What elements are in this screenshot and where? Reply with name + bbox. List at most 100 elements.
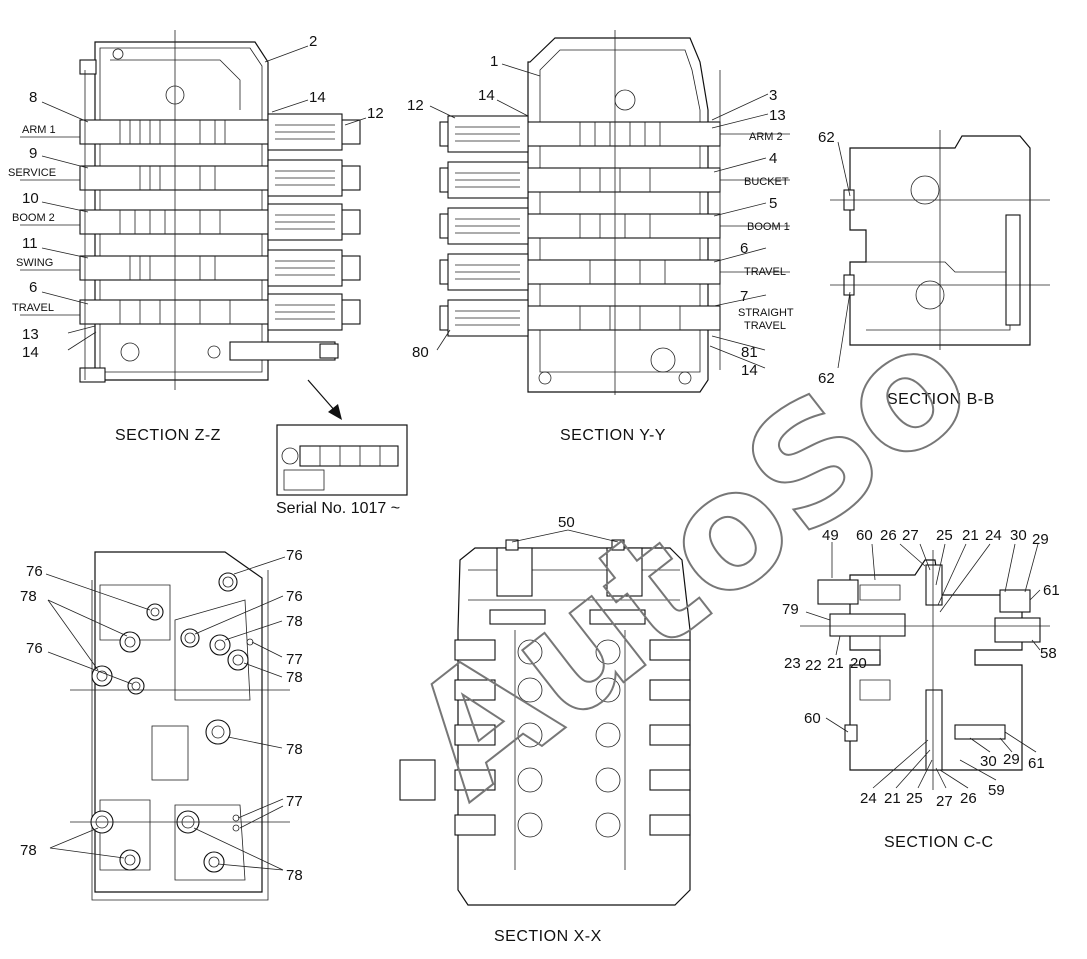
- cc-callout-60a: 60: [856, 527, 873, 544]
- zz-callout-2: 2: [309, 33, 317, 50]
- zz-callout-13: 13: [22, 326, 39, 343]
- plate-callout-78d: 78: [286, 741, 303, 758]
- zz-callout-10: 10: [22, 190, 39, 207]
- yy-callout-13: 13: [769, 107, 786, 124]
- cc-callout-61a: 61: [1043, 582, 1060, 599]
- cc-callout-21a: 21: [962, 527, 979, 544]
- plate-callout-77a: 77: [286, 651, 303, 668]
- cc-callout-29b: 29: [1003, 751, 1020, 768]
- bb-callout-62a: 62: [818, 129, 835, 146]
- cc-callout-27a: 27: [902, 527, 919, 544]
- zz-callout-14b: 14: [22, 344, 39, 361]
- section-yy-title: SECTION Y-Y: [560, 427, 666, 444]
- cc-callout-27b: 27: [936, 793, 953, 810]
- cc-callout-26b: 26: [960, 790, 977, 807]
- plate-callout-76a: 76: [286, 547, 303, 564]
- cc-callout-26a: 26: [880, 527, 897, 544]
- plate-callout-76b: 76: [26, 563, 43, 580]
- zz-boom2-label: BOOM 2: [12, 212, 55, 224]
- cc-callout-61b: 61: [1028, 755, 1045, 772]
- zz-callout-9: 9: [29, 145, 37, 162]
- cc-callout-79: 79: [782, 601, 799, 618]
- zz-callout-14a: 14: [309, 89, 326, 106]
- cc-callout-25a: 25: [936, 527, 953, 544]
- section-cc-leaders: [805, 542, 1041, 789]
- yy-callout-3: 3: [769, 87, 777, 104]
- yy-arm2-label: ARM 2: [749, 131, 783, 143]
- cc-callout-21b: 21: [827, 655, 844, 672]
- plate-callout-78e: 78: [20, 842, 37, 859]
- plate-callout-78a: 78: [20, 588, 37, 605]
- plate-callout-76d: 76: [26, 640, 43, 657]
- section-bb-labels: 62 62 SECTION B-B: [818, 129, 995, 408]
- plate-callout-78b: 78: [286, 613, 303, 630]
- section-cc-title: SECTION C-C: [884, 834, 994, 851]
- zz-travel-label: TRAVEL: [12, 302, 54, 314]
- serial-note: Serial No. 1017 ~: [276, 500, 400, 517]
- section-yy-leaders: [429, 63, 790, 369]
- yy-callout-80: 80: [412, 344, 429, 361]
- yy-straight-label: STRAIGHT: [738, 307, 794, 319]
- yy-travel-label: TRAVEL: [744, 266, 786, 278]
- cc-callout-30b: 30: [980, 753, 997, 770]
- section-zz-leaders: [20, 45, 367, 351]
- yy-callout-1: 1: [490, 53, 498, 70]
- section-zz-drawing: [79, 30, 408, 496]
- plate-callout-77b: 77: [286, 793, 303, 810]
- zz-arm1-label: ARM 1: [22, 124, 56, 136]
- plate-callout-78c: 78: [286, 669, 303, 686]
- cc-callout-25b: 25: [906, 790, 923, 807]
- zz-spools: [79, 113, 361, 331]
- cc-callout-30a: 30: [1010, 527, 1027, 544]
- plate-callout-78f: 78: [286, 867, 303, 884]
- section-zz-labels: ARM 1 SERVICE BOOM 2 SWING TRAVEL 2 8 9 …: [8, 33, 400, 517]
- section-xx-drawing: [399, 539, 691, 906]
- yy-callout-4: 4: [769, 150, 777, 167]
- section-bb-drawing: [830, 130, 1050, 350]
- zz-swing-label: SWING: [16, 257, 53, 269]
- cc-callout-49: 49: [822, 527, 839, 544]
- zz-callout-12: 12: [367, 105, 384, 122]
- cc-callout-20: 20: [850, 655, 867, 672]
- zz-callout-11: 11: [22, 235, 38, 252]
- section-xx-title: SECTION X-X: [494, 928, 602, 945]
- section-bb-title: SECTION B-B: [887, 391, 995, 408]
- section-yy-drawing: [439, 30, 721, 395]
- zz-service-label: SERVICE: [8, 167, 56, 179]
- section-cc-drawing: [800, 550, 1050, 790]
- plate-drawing: [70, 551, 290, 901]
- yy-callout-6: 6: [740, 240, 748, 257]
- xx-rows: [399, 609, 691, 838]
- yy-callout-5: 5: [769, 195, 777, 212]
- cc-callout-23: 23: [784, 655, 801, 672]
- zz-callout-6: 6: [29, 279, 37, 296]
- section-xx-labels: 50 SECTION X-X: [494, 514, 619, 945]
- cc-callout-22: 22: [805, 657, 822, 674]
- bb-callout-62b: 62: [818, 370, 835, 387]
- xx-callout-50: 50: [558, 514, 575, 531]
- yy-straight-travel-label: TRAVEL: [744, 320, 786, 332]
- cc-callout-24b: 24: [860, 790, 877, 807]
- yy-spools: [439, 115, 721, 337]
- yy-bucket-label: BUCKET: [744, 176, 789, 188]
- yy-callout-14b: 14: [741, 362, 758, 379]
- plate-labels: 76 76 76 76 78 78 78 78 78 78 77 77: [20, 547, 303, 884]
- cc-callout-29a: 29: [1032, 531, 1049, 548]
- section-yy-labels: ARM 2 BUCKET BOOM 1 TRAVEL STRAIGHT TRAV…: [407, 53, 794, 444]
- plate-callout-76c: 76: [286, 588, 303, 605]
- yy-callout-12: 12: [407, 97, 424, 114]
- plate-leaders: [45, 556, 286, 871]
- cc-callout-24a: 24: [985, 527, 1002, 544]
- section-cc-labels: 49 60 26 27 25 21 24 30 29 61 79 58 23 2…: [782, 527, 1060, 851]
- cc-callout-60b: 60: [804, 710, 821, 727]
- cc-callout-59: 59: [988, 782, 1005, 799]
- cc-callout-58: 58: [1040, 645, 1057, 662]
- yy-boom1-label: BOOM 1: [747, 221, 790, 233]
- section-zz-title: SECTION Z-Z: [115, 427, 221, 444]
- cc-callout-21c: 21: [884, 790, 901, 807]
- yy-callout-81: 81: [741, 344, 758, 361]
- yy-callout-7: 7: [740, 288, 748, 305]
- zz-callout-8: 8: [29, 89, 37, 106]
